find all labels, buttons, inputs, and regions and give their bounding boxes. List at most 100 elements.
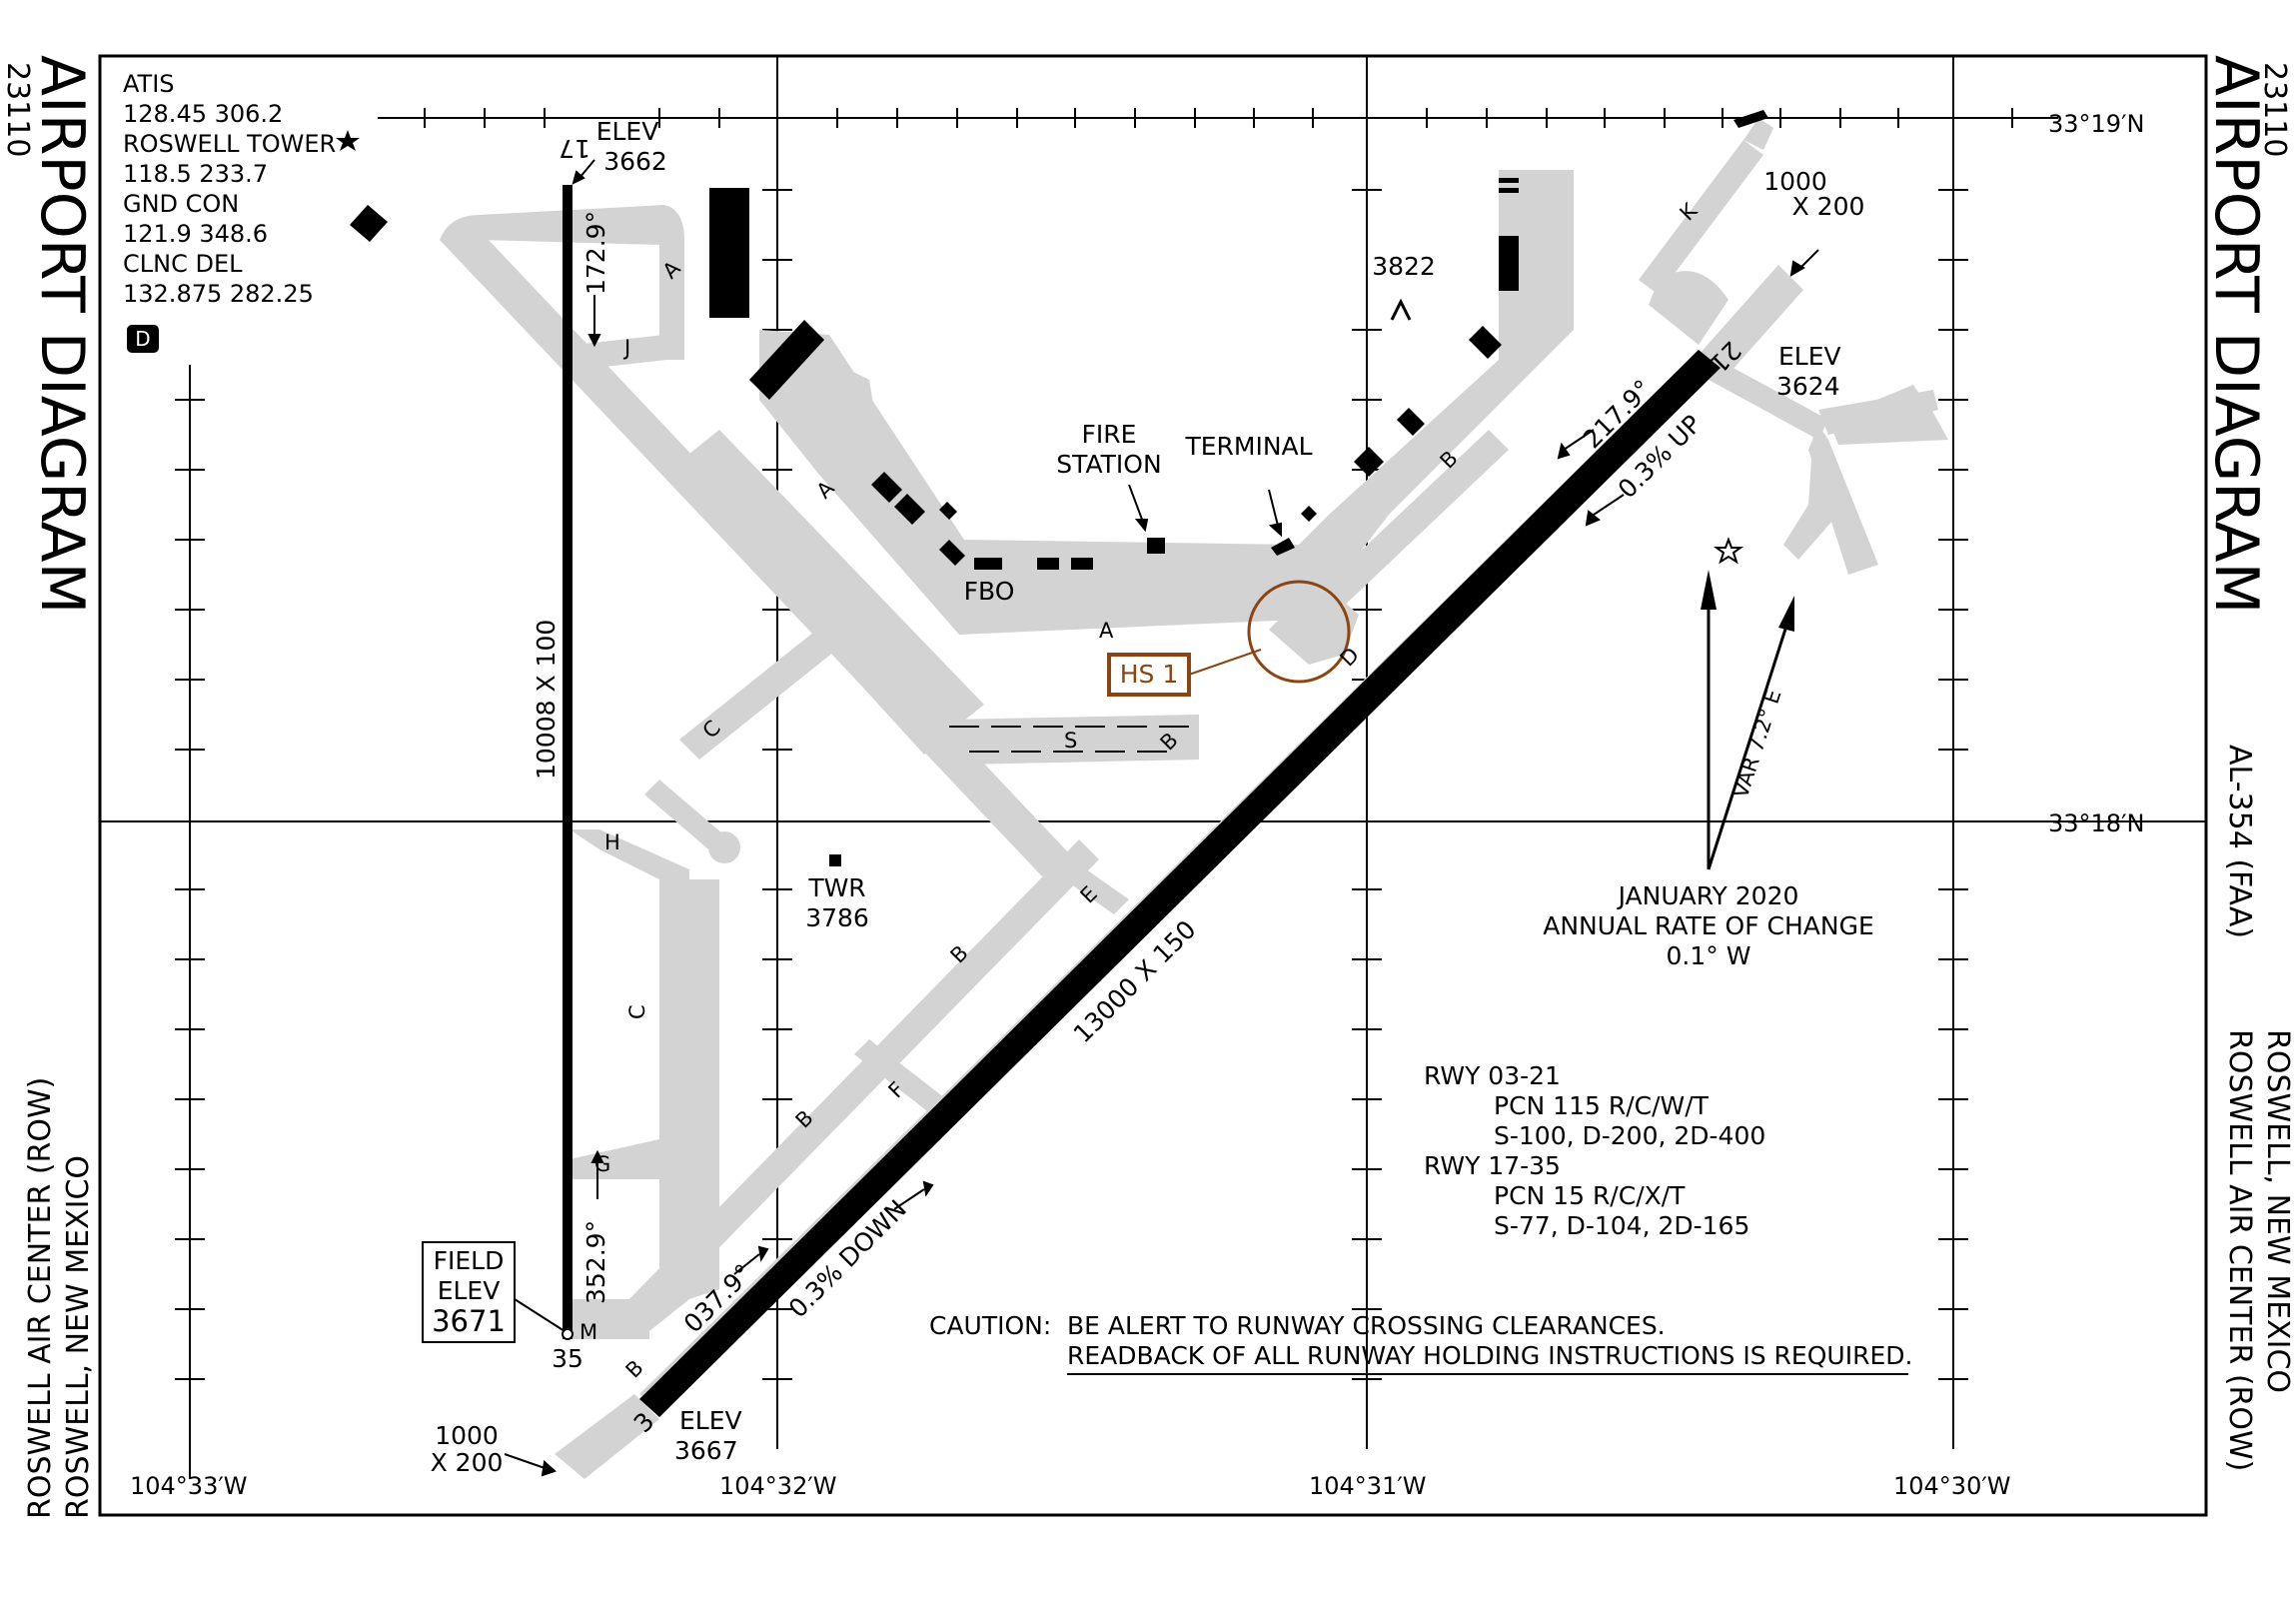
- magnetic-rate-label: ANNUAL RATE OF CHANGE: [1543, 911, 1874, 940]
- hot-spot-box: [1107, 653, 1191, 697]
- building-4: [939, 540, 965, 566]
- ramp-extension: [819, 605, 964, 755]
- building-fbo-1: [974, 558, 1002, 570]
- caution-prefix: CAUTION:: [929, 1311, 1051, 1340]
- twy-g: G: [594, 1152, 610, 1176]
- twy-j: J: [622, 336, 630, 360]
- d-box: [127, 325, 159, 353]
- field-elev-value: 3671: [432, 1304, 506, 1338]
- obstacle-icon: [1390, 298, 1412, 321]
- taxiway-k-junction: [1649, 271, 1728, 345]
- true-north-arrowhead: [1701, 570, 1717, 610]
- caution-line-1: BE ALERT TO RUNWAY CROSSING CLEARANCES.: [1067, 1311, 1666, 1340]
- building-2: [894, 494, 925, 525]
- grid-ticks: [189, 56, 2013, 1479]
- freq-line-4: 118.5 233.7: [123, 160, 268, 188]
- terminal-1: [1271, 538, 1295, 556]
- taxiway-b-north: [1299, 430, 1509, 630]
- taxiway-f: [854, 1039, 959, 1124]
- taxiway-b-south: [619, 839, 1099, 1329]
- rwy-35-number: 35: [552, 1344, 583, 1373]
- airport-name-right: ROSWELL AIR CENTER (ROW): [2222, 1029, 2257, 1471]
- east-taxiway: [1709, 360, 1828, 440]
- rwy-17-heading: 172.9°: [581, 211, 610, 295]
- magnetic-north-line: [1707, 619, 1790, 870]
- rwy-3-elev-value: 3667: [674, 1436, 738, 1465]
- building-10: [1499, 188, 1519, 193]
- overrun-ne-2: X 200: [1792, 192, 1865, 221]
- hot-spot-label: HS 1: [1120, 660, 1179, 689]
- building-9: [1499, 178, 1519, 183]
- taxiway-j: [574, 335, 667, 370]
- rwy-21-elev-label: ELEV: [1778, 342, 1841, 371]
- taxiway-g: [570, 1139, 659, 1179]
- twy-a-3: A: [1099, 619, 1114, 643]
- fire-station: [1147, 538, 1165, 554]
- magnetic-var: VAR 7.2° E: [1728, 687, 1786, 800]
- building-1: [871, 472, 902, 503]
- heading-arrows: [504, 159, 1819, 1477]
- north-arrow-group: [1701, 570, 1794, 870]
- taxiway-s-markings: [949, 726, 1189, 753]
- fire-station-label-2: STATION: [1056, 450, 1161, 479]
- frequency-block: ATIS 128.45 306.2 ROSWELL TOWER 118.5 23…: [123, 70, 336, 308]
- title-left: AIRPORT DIAGRAM: [27, 55, 97, 614]
- taxiway-k: [1639, 140, 1763, 295]
- main-apron: [759, 170, 1574, 635]
- taxiway-e: [1014, 829, 1129, 914]
- freq-line-7: CLNC DEL: [123, 250, 243, 278]
- freq-line-8: 132.875 282.25: [123, 280, 314, 308]
- caution-block: CAUTION: BE ALERT TO RUNWAY CROSSING CLE…: [929, 1311, 1912, 1370]
- buildings: [350, 110, 1768, 866]
- pcn-line-2: PCN 115 R/C/W/T: [1494, 1091, 1710, 1120]
- twy-c-2: C: [625, 1004, 649, 1019]
- lat-mid: 33°18′N: [2048, 809, 2144, 837]
- twr-label: TWR: [807, 873, 865, 902]
- fbo-label: FBO: [964, 577, 1015, 606]
- twy-s: S: [1064, 729, 1077, 753]
- tower-building: [829, 854, 841, 866]
- taxiway-m: [570, 1299, 649, 1339]
- title-right: AIRPORT DIAGRAM: [2201, 55, 2271, 614]
- magnetic-rate-value: 0.1° W: [1667, 941, 1751, 970]
- freq-line-6: 121.9 348.6: [123, 220, 268, 248]
- building-nw: [350, 205, 388, 242]
- rwy-3-elev-label: ELEV: [679, 1406, 742, 1435]
- twy-h: H: [604, 830, 620, 854]
- chart-frame: [98, 54, 2208, 1517]
- overrun-sw-1: 1000: [435, 1421, 499, 1450]
- rwy-17-number: 17: [559, 134, 590, 163]
- terminal-label: TERMINAL: [1184, 432, 1312, 461]
- freq-line-5: GND CON: [123, 190, 239, 218]
- east-branch-2: [1828, 395, 1948, 445]
- taxiway-c-diag: [679, 620, 849, 760]
- chart-number-right: 23110: [2257, 62, 2292, 157]
- taxiway-c-link: [644, 780, 729, 854]
- building-fbo-3: [1071, 558, 1093, 570]
- building-5: [1354, 447, 1384, 477]
- lon-1: 104°33′W: [130, 1472, 248, 1500]
- field-elev-marker: [562, 1328, 574, 1340]
- chart-number-left: 23110: [0, 62, 35, 157]
- building-fbo-2: [1037, 558, 1059, 570]
- lat-ticks: [175, 189, 1968, 1380]
- building-hangar-diag: [749, 320, 824, 400]
- location-left: ROSWELL, NEW MEXICO: [61, 1155, 96, 1519]
- coordinates: 33°19′N 33°18′N 104°33′W 104°32′W 104°31…: [130, 110, 2144, 1500]
- lat-top: 33°19′N: [2048, 110, 2144, 138]
- rwy-21-elev-value: 3624: [1776, 372, 1840, 401]
- pcn-line-4: RWY 17-35: [1424, 1151, 1561, 1180]
- east-branch-4: [1783, 430, 1833, 560]
- lon-4: 104°30′W: [1893, 1472, 2011, 1500]
- pcn-block: RWY 03-21 PCN 115 R/C/W/T S-100, D-200, …: [1424, 1061, 1765, 1240]
- runway-3-21: [639, 350, 1721, 1417]
- building-hangar: [709, 188, 749, 318]
- hot-spot-circle: [1247, 580, 1351, 684]
- pcn-line-6: S-77, D-104, 2D-165: [1494, 1211, 1749, 1240]
- fire-station-label-1: FIRE: [1082, 420, 1137, 449]
- overrun-sw-2: X 200: [431, 1448, 504, 1477]
- d-box-label: D: [135, 327, 150, 351]
- obstacle-elev: 3822: [1372, 252, 1436, 281]
- building-6: [1397, 408, 1425, 436]
